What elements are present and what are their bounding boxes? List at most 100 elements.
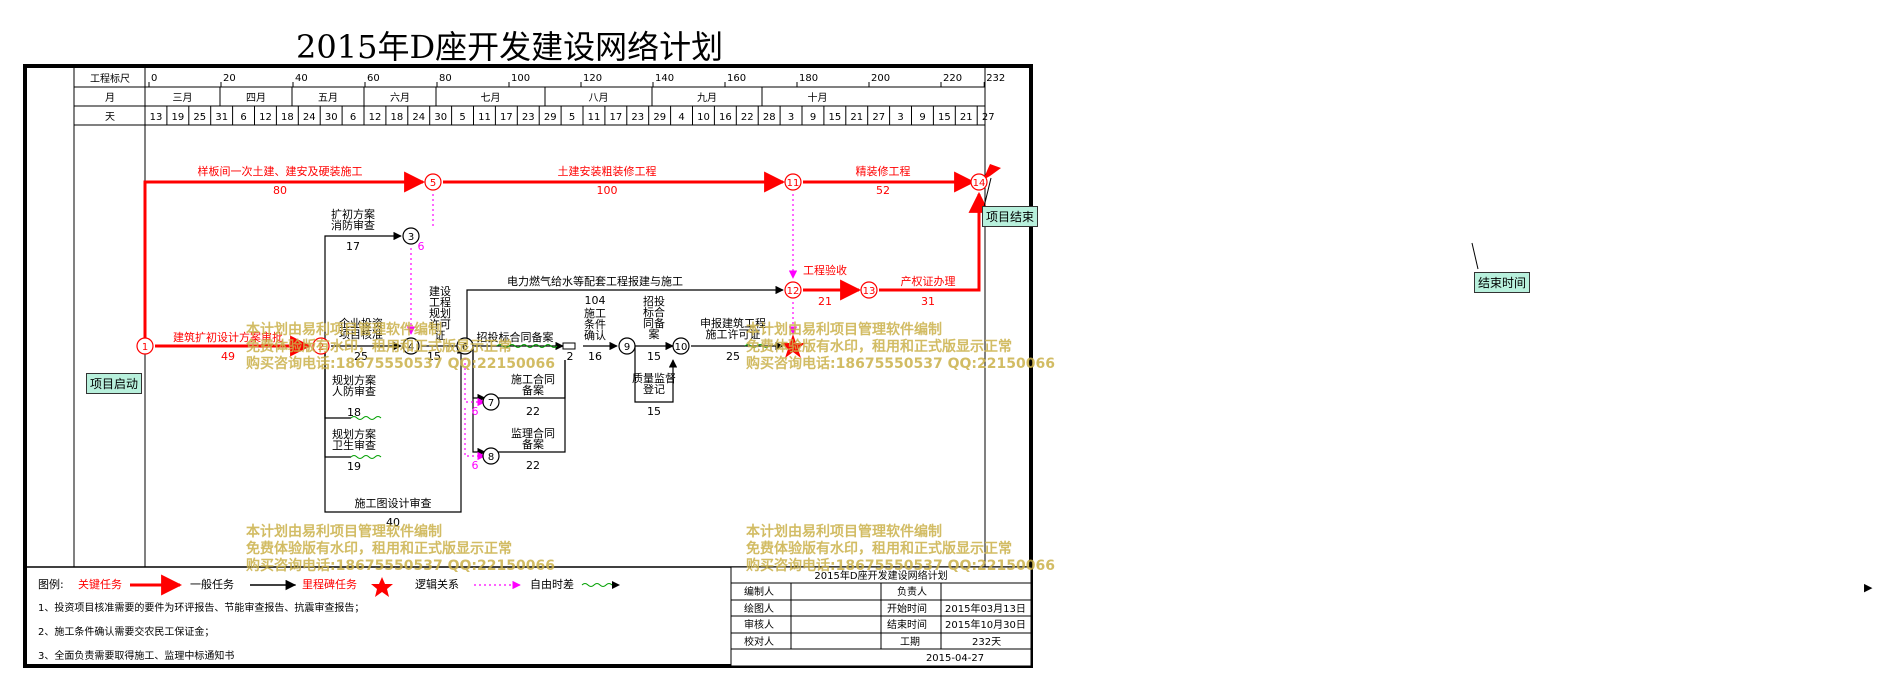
info-table — [730, 566, 1032, 667]
info-owner: 负责人 — [897, 585, 927, 598]
svg-text:11: 11 — [787, 178, 800, 189]
scale-day: 9 — [810, 112, 816, 123]
task-label-t_constr_permit: 申报建筑工程施工许可证 — [700, 316, 766, 341]
scale-day: 9 — [919, 112, 925, 123]
node-5: 5 — [424, 173, 442, 191]
scale-day: 5 — [569, 112, 575, 123]
scale-day: 11 — [588, 112, 601, 123]
scale-day: 3 — [788, 112, 794, 123]
scale-day: 27 — [982, 112, 995, 123]
task-label-t_super: 监理合同备案 — [511, 426, 555, 451]
node-10: 10 — [672, 337, 690, 355]
node-6: 6 — [456, 337, 474, 355]
task-label-d_contract: 22 — [526, 405, 540, 418]
node-4: 4 — [402, 337, 420, 355]
scale-day: 21 — [850, 112, 863, 123]
task-label-d_sample: 80 — [273, 184, 287, 197]
page-title: 2015年D座开发建设网络计划 — [296, 28, 724, 66]
task-label-t_drawing: 施工图设计审查 — [355, 496, 432, 510]
legend-critical-label: 关键任务 — [78, 577, 122, 591]
legend-milestone-label: 里程碑任务 — [302, 578, 357, 591]
scale-day: 17 — [610, 112, 623, 123]
free-float-lines — [350, 344, 770, 459]
node-11: 11 — [784, 173, 802, 191]
project-end-box: 项目结束 — [982, 206, 1039, 227]
watermark: 本计划由易利项目管理软件编制免费体验版有水印，租用和正式版显示正常购买咨询电话:… — [246, 524, 555, 574]
task-label-t_health: 规划方案卫生审查 — [332, 427, 376, 452]
info-checker: 校对人 — [744, 635, 774, 648]
scale-tick: 0 — [151, 73, 157, 84]
svg-text:7: 7 — [488, 398, 494, 409]
critical-path — [143, 171, 990, 357]
task-label-d_permit: 15 — [427, 350, 441, 363]
scale-day: 3 — [897, 112, 903, 123]
task-label-t_condition: 施工条件确认 — [584, 307, 606, 342]
task-label-t_bid: 招投标合同备案 — [477, 330, 554, 344]
task-label-d_drawing: 40 — [386, 516, 400, 529]
scale-tick: 140 — [655, 73, 674, 84]
scale-tick: 40 — [295, 73, 308, 84]
task-label-d_super: 22 — [526, 459, 540, 472]
logic-links — [406, 194, 798, 461]
svg-text:14: 14 — [973, 178, 986, 189]
node-13: 13 — [860, 281, 878, 299]
scale-day: 24 — [412, 112, 425, 123]
node-9: 9 — [618, 337, 636, 355]
scale-tick: 20 — [223, 73, 236, 84]
task-label-t_fine: 精装修工程 — [856, 164, 911, 178]
scale-tick: 232 — [986, 73, 1005, 84]
scale-month: 十月 — [808, 91, 828, 104]
scale-row-label: 月 — [105, 92, 115, 104]
task-label-t_civil: 土建安装粗装修工程 — [558, 164, 657, 178]
scroll-right-icon[interactable]: ▶ — [1864, 581, 1873, 594]
scale-day: 29 — [653, 112, 666, 123]
task-label-d_property: 31 — [921, 295, 935, 308]
svg-text:1: 1 — [142, 342, 148, 353]
info-end-label: 结束时间 — [887, 618, 927, 631]
scale-month: 四月 — [246, 92, 266, 104]
task-label-d_health: 19 — [347, 460, 361, 473]
chart-frame — [23, 64, 1033, 668]
svg-text:2: 2 — [318, 342, 324, 353]
task-label-d_accept: 21 — [818, 295, 832, 308]
scale-day: 23 — [631, 112, 644, 123]
task-label-t_civil_def: 规划方案人防审查 — [332, 373, 376, 398]
scale-month: 五月 — [318, 92, 338, 104]
info-date: 2015-04-27 — [926, 653, 984, 664]
scale-row-label: 天 — [105, 112, 115, 123]
node-12: 12 — [784, 281, 802, 299]
info-header: 2015年D座开发建设网络计划 — [814, 569, 947, 582]
svg-text:5: 5 — [430, 178, 436, 189]
scale-tick: 220 — [943, 73, 962, 84]
scale-tick: 200 — [871, 73, 890, 84]
scale-day: 12 — [259, 112, 272, 123]
task-label-d_bid2: 15 — [647, 350, 661, 363]
task-label-d_float_d: 2 — [567, 350, 574, 363]
svg-text:10: 10 — [675, 342, 688, 353]
task-label-d_constr_permit: 25 — [726, 350, 740, 363]
task-label-d_prelim: 49 — [221, 350, 235, 363]
end-time-box: 结束时间 — [1474, 272, 1531, 293]
scale-day: 22 — [741, 112, 754, 123]
scale-day: 19 — [172, 112, 185, 123]
scale-tick: 120 — [583, 73, 602, 84]
legend-star-icon — [371, 577, 393, 597]
task-label-d_fire: 17 — [346, 240, 360, 253]
svg-text:3: 3 — [408, 232, 414, 243]
node-7: 7 — [482, 393, 500, 411]
task-label-d_float_c: 6 — [472, 459, 479, 472]
task-label-t_utility: 电力燃气给水等配套工程报建与施工 — [507, 274, 683, 288]
svg-text:4: 4 — [408, 342, 414, 353]
legend-logic-label: 逻辑关系 — [415, 577, 459, 591]
svg-text:13: 13 — [863, 286, 876, 297]
scale-day: 21 — [960, 112, 973, 123]
scale-day: 15 — [938, 112, 951, 123]
watermark: 本计划由易利项目管理软件编制免费体验版有水印，租用和正式版显示正常购买咨询电话:… — [746, 322, 1055, 372]
scale-month: 七月 — [481, 92, 501, 104]
scale-day: 25 — [193, 112, 206, 123]
task-label-t_accept: 工程验收 — [803, 263, 847, 277]
legend-title: 图例: — [38, 577, 64, 591]
scale-day: 18 — [391, 112, 404, 123]
scale-day: 6 — [350, 112, 356, 123]
